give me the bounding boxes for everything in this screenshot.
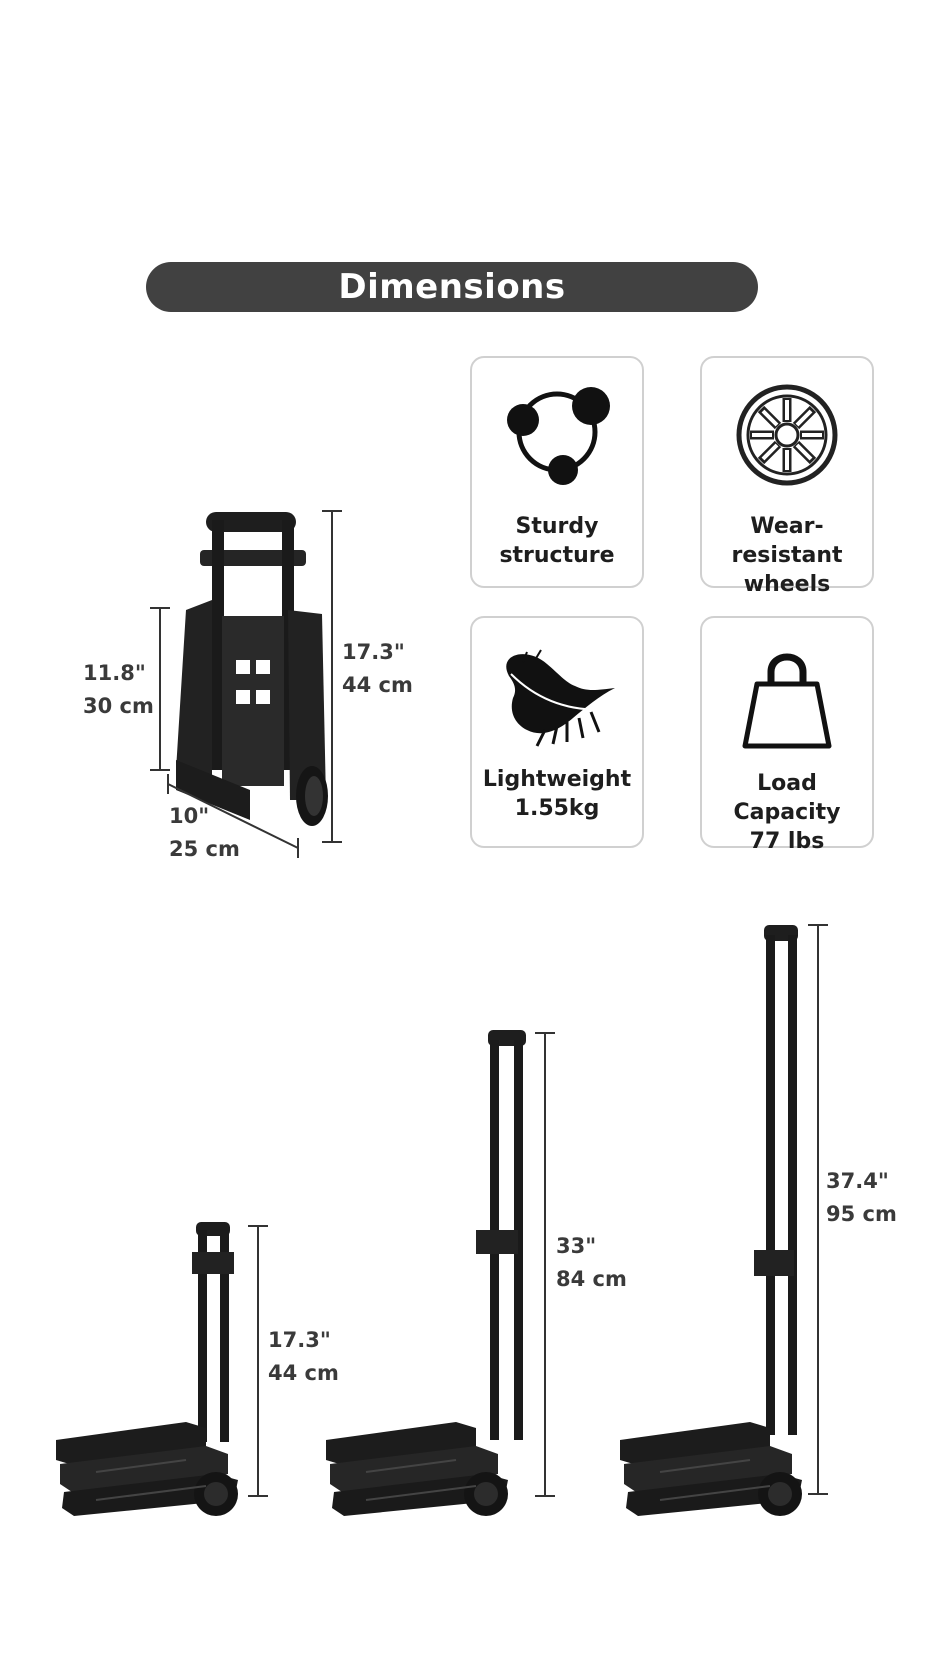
dimensions-banner: Dimensions: [146, 262, 758, 312]
banner-title: Dimensions: [338, 267, 566, 307]
dim-inches: 33": [556, 1234, 597, 1258]
dim-cm: 84 cm: [556, 1267, 627, 1291]
feature-label-line2: 77 lbs: [749, 829, 825, 854]
extended-dimension-lines: [248, 924, 828, 1497]
extended-height-label-short: 17.3" 44 cm: [268, 1324, 339, 1390]
feature-card-lightweight: Lightweight 1.55kg: [470, 616, 644, 848]
wheel-icon: [702, 380, 872, 500]
feature-label-line2: wheels: [743, 572, 831, 597]
network-nodes-icon: [472, 380, 642, 500]
dim-inches: 37.4": [826, 1169, 889, 1193]
feature-label-line1: Load Capacity: [733, 771, 841, 825]
feature-label-line2: 1.55kg: [514, 796, 600, 821]
feature-card-sturdy: Sturdy structure: [470, 356, 644, 588]
folded-deck-height-label: 11.8" 30 cm: [83, 657, 154, 723]
folded-width-label: 10" 25 cm: [169, 800, 240, 866]
feature-label-line1: Lightweight: [482, 767, 632, 792]
feather-icon: [472, 646, 642, 766]
feature-card-wheels: Wear-resistant wheels: [700, 356, 874, 597]
folded-dimension-lines: [150, 510, 342, 858]
dim-cm: 44 cm: [268, 1361, 339, 1385]
weight-icon: [702, 644, 872, 764]
dim-cm: 44 cm: [342, 673, 413, 697]
dim-inches: 17.3": [268, 1328, 331, 1352]
trolley-extended-tall: [619, 925, 803, 1517]
dim-cm: 25 cm: [169, 837, 240, 861]
feature-label-line1: Sturdy: [515, 514, 599, 539]
extended-height-label-mid: 33" 84 cm: [556, 1230, 627, 1296]
feature-label-line1: Wear-resistant: [731, 514, 843, 568]
folded-height-label: 17.3" 44 cm: [342, 636, 413, 702]
dim-inches: 10": [169, 804, 210, 828]
dim-inches: 11.8": [83, 661, 146, 685]
extended-height-label-tall: 37.4" 95 cm: [826, 1165, 897, 1231]
trolley-extended-short: [55, 1222, 239, 1517]
feature-card-load: Load Capacity 77 lbs: [700, 616, 874, 854]
folded-trolley: [176, 512, 328, 826]
dim-cm: 30 cm: [83, 694, 154, 718]
feature-label-line2: structure: [499, 543, 615, 568]
dim-inches: 17.3": [342, 640, 405, 664]
dim-cm: 95 cm: [826, 1202, 897, 1226]
trolley-extended-mid: [325, 1030, 526, 1517]
